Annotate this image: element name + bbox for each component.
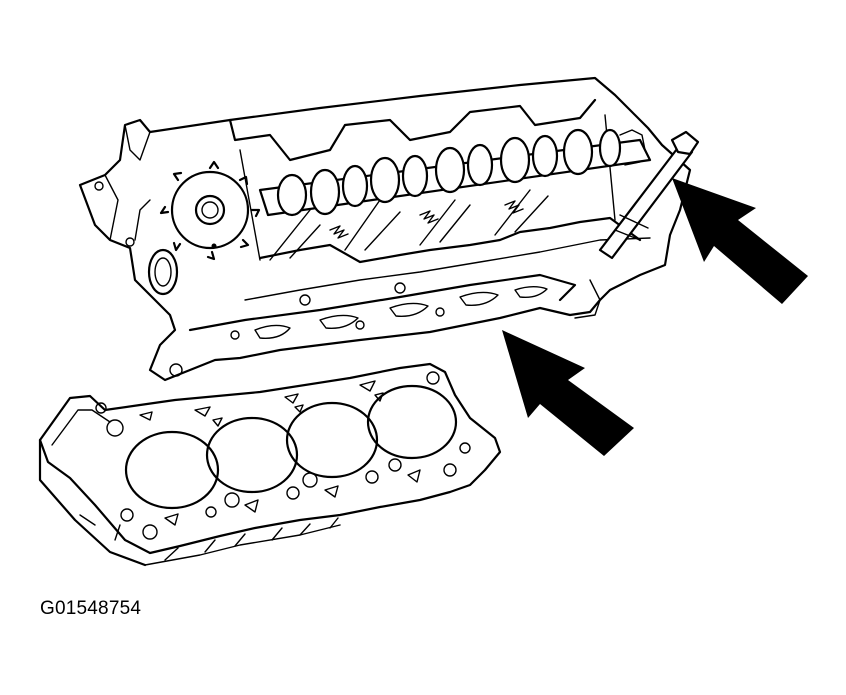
figure-id-label: G01548754 — [40, 598, 142, 619]
camshaft — [258, 128, 652, 217]
cam-sprocket — [159, 160, 261, 261]
arrow-icon — [672, 178, 808, 304]
arrow-icon — [502, 330, 634, 456]
gasket-passages — [95, 371, 471, 540]
head-ports — [230, 282, 548, 340]
head-bolt — [598, 130, 700, 260]
cylinder-head — [78, 76, 700, 382]
head-gasket — [38, 362, 502, 567]
